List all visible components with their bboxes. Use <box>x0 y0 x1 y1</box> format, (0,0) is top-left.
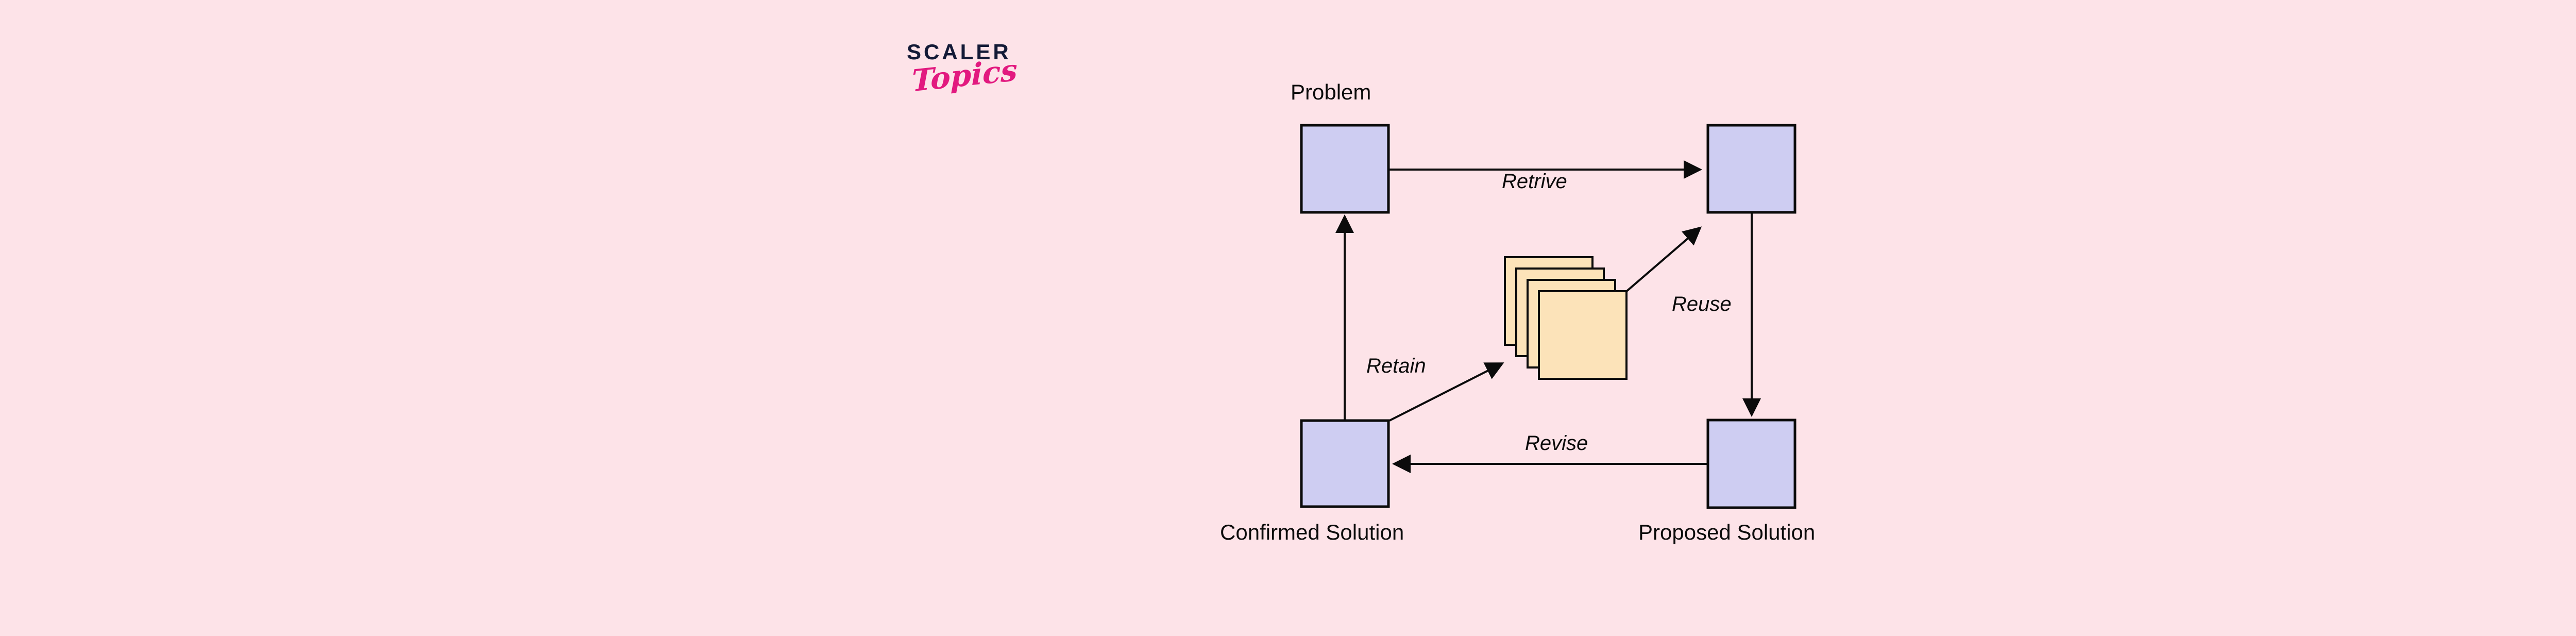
case-card-4 <box>1538 290 1628 380</box>
edge-label-retrieve: Retrive <box>1502 170 1567 193</box>
case-base-card-stack <box>1504 256 1628 380</box>
edge-casebase-to-retrieved-arrow <box>1624 226 1702 293</box>
node-retrieved-case[interactable] <box>1706 124 1797 214</box>
logo-wordmark: SCALER <box>907 40 1011 64</box>
node-proposed-solution[interactable] <box>1706 419 1797 509</box>
node-problem[interactable] <box>1300 124 1390 214</box>
node-label-proposed-solution: Proposed Solution <box>1638 520 1816 544</box>
edge-label-retain: Retain <box>1366 355 1426 377</box>
edge-label-reuse: Reuse <box>1672 293 1732 315</box>
node-label-confirmed-solution: Confirmed Solution <box>1220 520 1404 544</box>
node-confirmed-solution[interactable] <box>1300 419 1390 508</box>
edge-retain-arrow <box>1389 362 1504 422</box>
scaler-topics-logo: SCALER Topics <box>907 41 1072 124</box>
edge-label-revise: Revise <box>1525 432 1588 455</box>
node-label-problem: Problem <box>1291 80 1371 104</box>
